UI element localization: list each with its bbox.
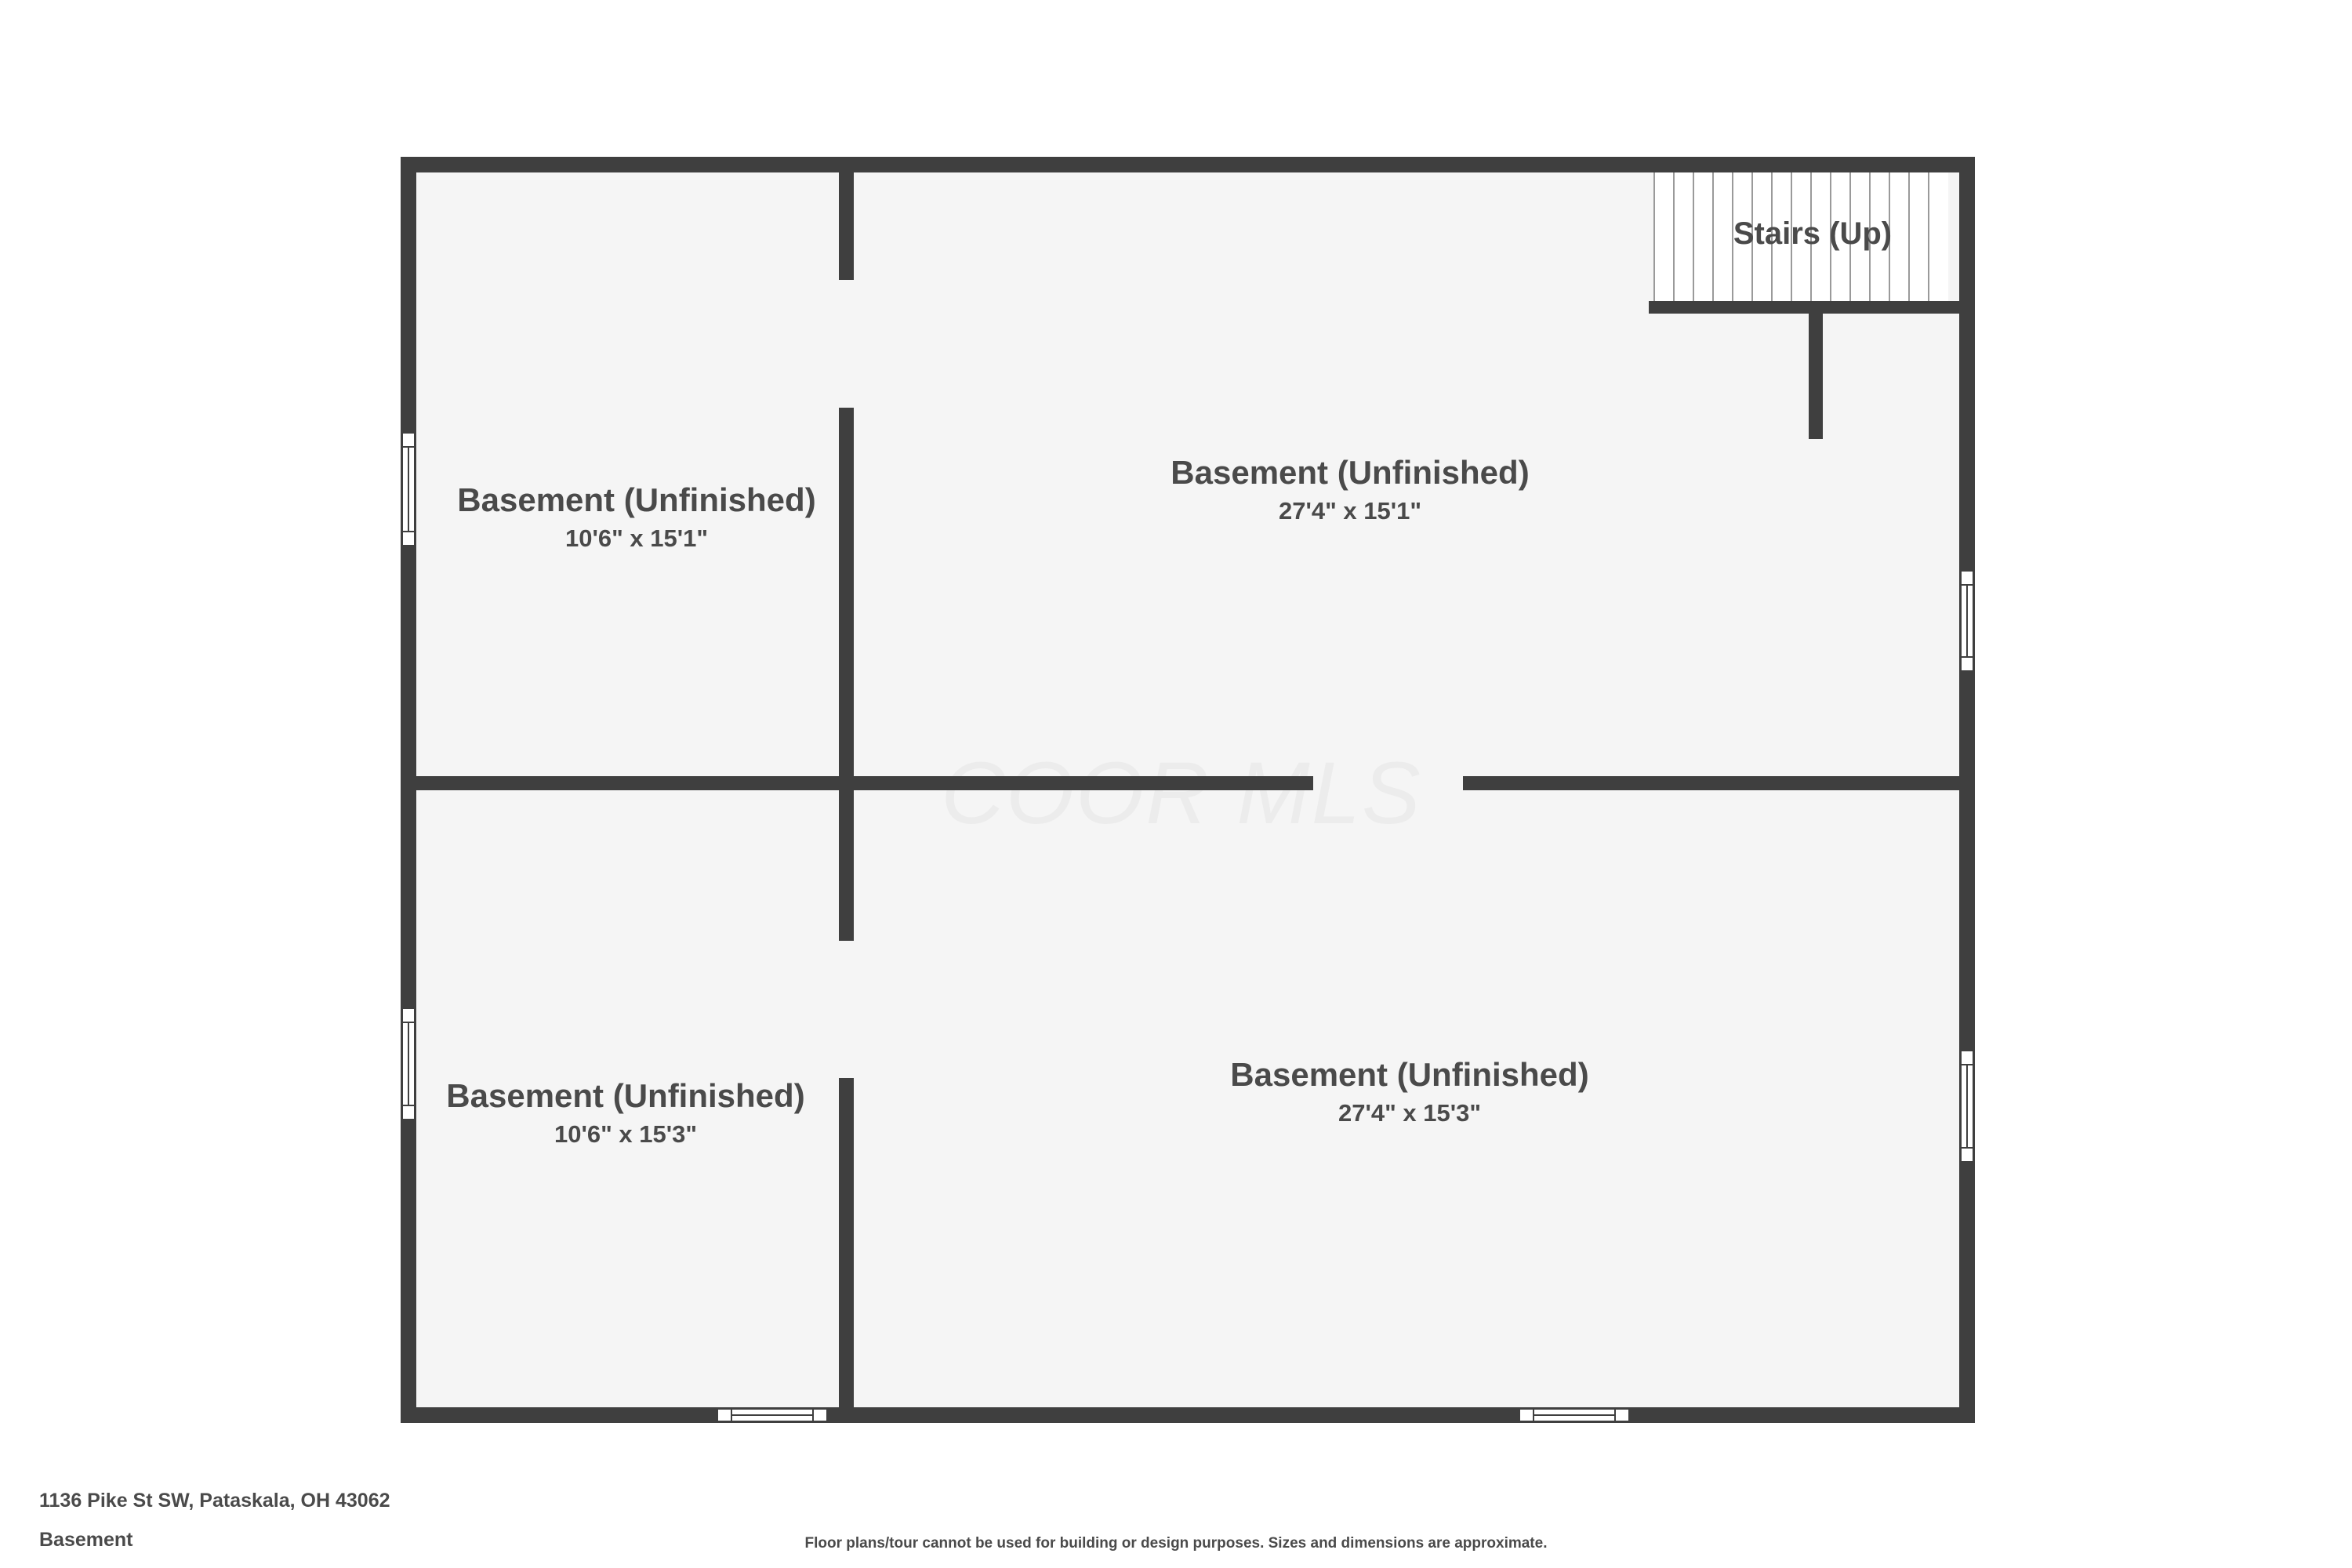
room-label-bottom-right: Basement (Unfinished) 27'4" x 15'3"	[1230, 1056, 1588, 1127]
room-dimensions: 27'4" x 15'1"	[1279, 497, 1421, 524]
wall-vertical-lower	[839, 1078, 854, 1415]
room-label-top-right: Basement (Unfinished) 27'4" x 15'1"	[1171, 454, 1529, 524]
window-bottom-right	[1519, 1408, 1630, 1422]
wall-vertical-top	[839, 157, 854, 280]
window-right-upper	[1960, 570, 1974, 672]
stairs-label: Stairs (Up)	[1733, 216, 1892, 251]
disclaimer: Floor plans/tour cannot be used for buil…	[804, 1535, 1548, 1552]
window-right-lower	[1960, 1050, 1974, 1163]
windows	[401, 432, 1974, 1422]
watermark: COOR MLS	[941, 744, 1421, 842]
stairs-wall-bottom	[1649, 301, 1967, 314]
floor-level: Basement	[39, 1529, 133, 1551]
room-dimensions: 10'6" x 15'3"	[554, 1120, 697, 1148]
window-left-upper	[401, 432, 416, 546]
wall-bottom	[401, 1407, 1975, 1423]
wall-top	[401, 157, 1975, 172]
room-dimensions: 27'4" x 15'3"	[1338, 1099, 1481, 1127]
window-bottom-left	[717, 1408, 828, 1422]
room-label-top-left: Basement (Unfinished) 10'6" x 15'1"	[457, 481, 815, 552]
stairs-area	[1654, 171, 1948, 303]
room-dimensions: 10'6" x 15'1"	[565, 524, 708, 552]
stairs-wall-stub	[1809, 301, 1823, 439]
window-left-lower	[401, 1007, 416, 1120]
room-name: Basement (Unfinished)	[446, 1077, 804, 1114]
room-label-bottom-left: Basement (Unfinished) 10'6" x 15'3"	[446, 1077, 804, 1148]
room-name: Basement (Unfinished)	[1171, 454, 1529, 491]
property-address: 1136 Pike St SW, Pataskala, OH 43062	[39, 1490, 390, 1512]
stairs	[1653, 171, 1948, 303]
wall-middle-horizontal-right	[1463, 776, 1967, 790]
room-name: Basement (Unfinished)	[1230, 1056, 1588, 1093]
room-name: Basement (Unfinished)	[457, 481, 815, 518]
wall-vertical-mid-upper	[839, 408, 854, 941]
wall-middle-horizontal-left	[401, 776, 1313, 790]
